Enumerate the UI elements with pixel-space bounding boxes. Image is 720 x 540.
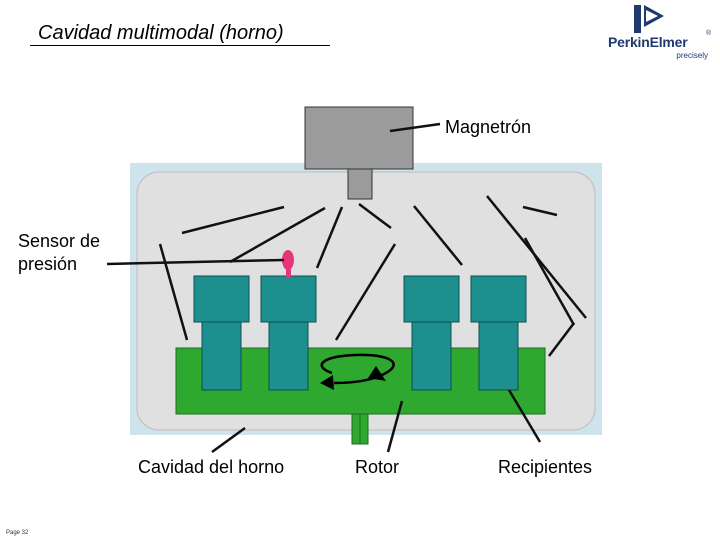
page-number: Page 32 [6, 530, 29, 536]
vessels-leader [507, 389, 542, 443]
rotor-leader [386, 400, 404, 453]
magnetron-leader [389, 122, 441, 133]
logo-tagline: precisely [676, 51, 708, 60]
rotor-label: Rotor [355, 457, 400, 477]
pressure-sensor [282, 250, 294, 278]
oven-cavity-label: Cavidad del horno [138, 457, 285, 477]
vessel-3 [403, 275, 460, 391]
vessel-4 [470, 275, 527, 391]
slide-title: Cavidad multimodal (horno) [38, 22, 284, 44]
magnetron-label: Magnetrón [445, 117, 532, 137]
logo-registered-mark: ® [706, 30, 712, 37]
pressure-sensor-label-line2: presión [18, 254, 78, 274]
perkinelmer-logo: PerkinElmer ® precisely [606, 4, 714, 62]
rotation-arrow-icon [320, 353, 395, 385]
magnetron-antenna [347, 168, 373, 200]
oven-cavity-leader [211, 426, 246, 454]
vessel-2 [260, 275, 317, 391]
logo-mark-icon [634, 5, 664, 33]
title-underline [30, 45, 330, 46]
logo-wordmark: PerkinElmer [608, 34, 688, 50]
vessel-1 [193, 275, 250, 391]
vessels-label: Recipientes [498, 457, 593, 477]
microwave-rays [158, 195, 587, 357]
pressure-sensor-label-line1: Sensor de [18, 231, 101, 251]
magnetron-body [304, 106, 414, 170]
label-leaders [106, 122, 542, 454]
pressure-sensor-leader [106, 258, 285, 266]
